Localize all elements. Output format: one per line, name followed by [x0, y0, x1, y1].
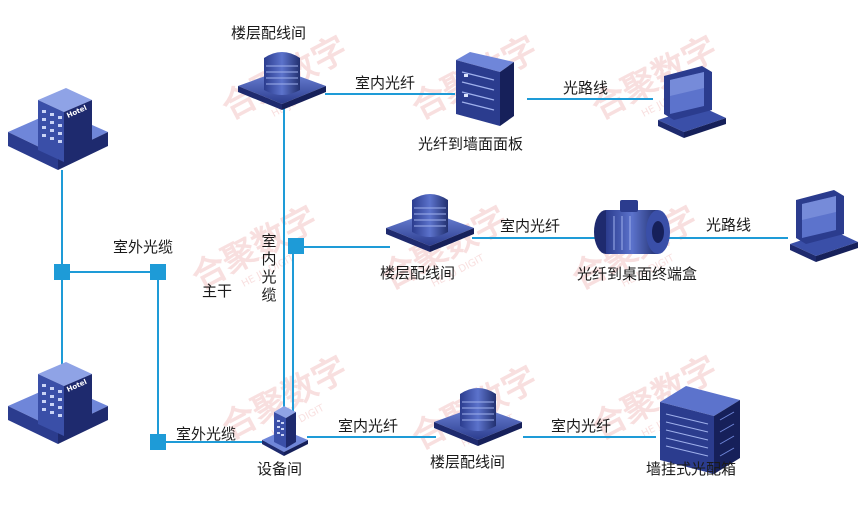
- label-fiber-line-mid: 光路线: [706, 216, 752, 234]
- label-indoor-fiber-mid: 室内光纤: [500, 217, 561, 235]
- wall-mount-distribution-box-icon: [660, 386, 740, 474]
- hotel-building-icon-lower: Hotel: [8, 362, 108, 444]
- junction-outdoor-upper: [150, 264, 166, 280]
- label-outdoor-cable-upper: 室外光缆: [113, 238, 174, 256]
- computer-icon-top: [658, 66, 726, 138]
- label-outdoor-cable-lower: 室外光缆: [176, 425, 237, 443]
- label-floor-room-mid: 楼层配线间: [380, 264, 456, 282]
- equipment-room-icon: [262, 406, 308, 456]
- fiber-wall-panel-cabinet-icon: [456, 52, 514, 126]
- junction-hotel: [54, 264, 70, 280]
- label-equipment-room: 设备间: [257, 460, 303, 478]
- label-wall-mount-box: 墙挂式光配箱: [646, 460, 737, 478]
- junction-outdoor-lower: [150, 434, 166, 450]
- floor-distribution-room-icon-top: [238, 52, 326, 110]
- computer-icon-mid: [790, 190, 858, 262]
- label-indoor-fiber-top: 室内光纤: [355, 74, 416, 92]
- floor-distribution-room-icon-bottom: [434, 388, 522, 446]
- label-fiber-to-wall-panel: 光纤到墙面面板: [418, 135, 524, 153]
- hotel-building-icon-upper: Hotel: [8, 88, 108, 170]
- label-floor-room-top: 楼层配线间: [231, 24, 307, 42]
- label-fiber-line-top: 光路线: [563, 79, 609, 97]
- junction-riser-mid: [288, 238, 304, 254]
- label-trunk: 主干: [202, 282, 233, 300]
- label-indoor-fiber-bottom-right: 室内光纤: [551, 417, 612, 435]
- label-fiber-to-desktop-box: 光纤到桌面终端盒: [577, 265, 698, 283]
- floor-distribution-room-icon-mid: [386, 194, 474, 252]
- desktop-terminal-box-icon: [594, 200, 670, 254]
- label-indoor-fiber-bottom-left: 室内光纤: [338, 417, 399, 435]
- label-floor-room-bottom: 楼层配线间: [430, 453, 506, 471]
- label-indoor-cable-vertical: 室内光缆: [261, 232, 277, 304]
